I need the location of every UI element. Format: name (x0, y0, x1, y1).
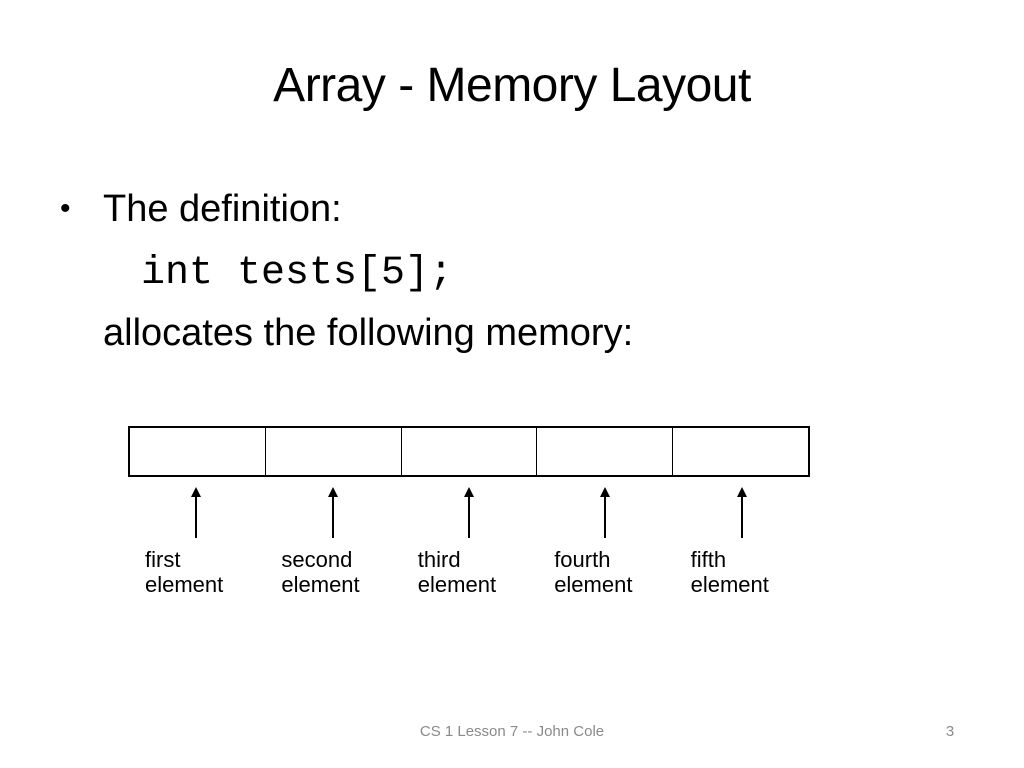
slide-title: Array - Memory Layout (273, 59, 751, 112)
arrow-shaft (331, 497, 334, 538)
element-label-line2: element (281, 572, 360, 597)
bullet-line: • The definition: (60, 188, 342, 231)
arrow-shaft (604, 497, 607, 538)
bullet-continuation-text: allocates the following memory: (103, 312, 634, 354)
element-label-line2: element (690, 572, 769, 597)
arrow-head (327, 487, 338, 497)
arrow-shaft (740, 497, 743, 538)
arrow-head (464, 487, 474, 497)
up-arrow-icon (598, 487, 612, 538)
element-label-line1: fourth (554, 547, 611, 572)
element-label-line2: element (417, 572, 497, 597)
element-label-line1: second (281, 547, 353, 572)
arrow-shaft (468, 497, 470, 538)
page-number: 3 (945, 723, 955, 740)
up-arrow-icon (326, 487, 340, 538)
memory-cell (130, 428, 266, 475)
up-arrow-icon (189, 487, 203, 538)
memory-box (128, 426, 810, 477)
arrow-head (191, 487, 202, 497)
memory-cell (402, 428, 538, 475)
up-arrow-icon (462, 487, 476, 538)
code-declaration: int tests[5]; (141, 251, 454, 296)
memory-cell (266, 428, 402, 475)
up-arrow-icon (735, 487, 749, 538)
memory-cell (673, 428, 808, 475)
element-label-line2: element (554, 572, 633, 597)
element-label-line1: third (417, 547, 461, 572)
arrow-head (736, 487, 747, 497)
element-label-line2: element (145, 572, 224, 597)
memory-cell (537, 428, 674, 475)
footer-text: CS 1 Lesson 7 -- John Cole (419, 723, 605, 740)
element-label-line1: first (145, 547, 181, 572)
bullet-intro-text: The definition: (103, 188, 342, 230)
arrow-head (600, 487, 611, 497)
element-label-line1: fifth (690, 547, 727, 572)
bullet-marker: • (60, 192, 71, 225)
arrow-shaft (195, 497, 198, 538)
